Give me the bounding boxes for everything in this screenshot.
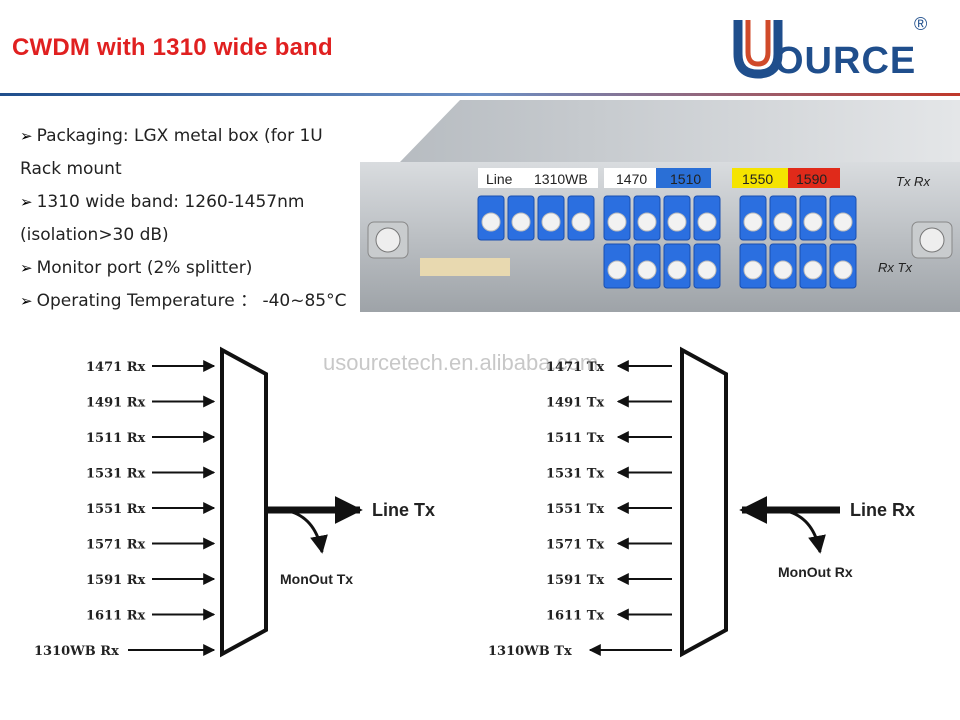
label-1510: 1510: [670, 171, 701, 187]
module-top-cover: [400, 100, 960, 162]
mux-block: 1471 Rx 1491 Rx 1511 Rx 1531 Rx 1551 Rx 1571 …: [34, 346, 435, 659]
mux-input-label: 1511 Rx: [86, 431, 146, 446]
ferrule-icon: [607, 212, 627, 232]
lgx-module-photo: Line 1310WB 1470 1510 1550 1590 Tx Rx Rx…: [360, 100, 960, 312]
mux-input-label: 1571 Rx: [86, 538, 146, 553]
watermark: usourcetech.en.alibaba.com: [323, 350, 599, 375]
ferrule-icon: [803, 260, 823, 280]
bullet-text: 1310 wide band: 1260-1457nm: [36, 192, 305, 212]
mux-input-label: 1471 Rx: [86, 360, 146, 375]
ferrule-icon: [667, 260, 687, 280]
demux-output-label: 1531 Tx: [546, 467, 604, 482]
arrow-bullet-icon: ➢: [20, 292, 33, 310]
ferrule-icon: [803, 212, 823, 232]
label-1590: 1590: [796, 171, 827, 187]
ferrule-icon: [697, 260, 717, 280]
ferrule-icon: [773, 260, 793, 280]
demux-output-label: 1571 Tx: [546, 538, 604, 553]
demux-block: 1471 Tx 1491 Tx 1511 Tx 1531 Tx 1551 Tx 1571 …: [488, 346, 915, 659]
logo-u-icon: [733, 20, 783, 79]
ferrule-icon: [637, 212, 657, 232]
port-label-strip: Line 1310WB 1470 1510 1550 1590: [478, 168, 840, 188]
bullet-continuation: (isolation>30 dB): [20, 225, 169, 245]
mon-out-rx-label: MonOut Rx: [778, 564, 853, 580]
ferrule-icon: [607, 260, 627, 280]
demux-output-label: 1310WB Tx: [488, 644, 572, 659]
product-sticker: [420, 258, 510, 276]
mon-out-rx-arrow: [789, 510, 826, 554]
logo-text: OURCE: [774, 40, 917, 82]
demux-output-list: 1471 Tx 1491 Tx 1511 Tx 1531 Tx 1551 Tx 1571 …: [488, 360, 672, 659]
demux-output-label: 1611 Tx: [546, 609, 604, 624]
bullet-text: Packaging: LGX metal box (for 1U: [36, 126, 323, 146]
ferrule-icon: [773, 212, 793, 232]
label-1310wb: 1310WB: [534, 171, 588, 187]
ferrule-icon: [833, 260, 853, 280]
rx-tx-bottom-label: Rx Tx: [878, 260, 912, 275]
demux-output-label: 1551 Tx: [546, 502, 604, 517]
ferrule-icon: [743, 260, 763, 280]
mux-input-label: 1611 Rx: [86, 609, 146, 624]
right-thumb-screw-icon: [911, 221, 953, 259]
ferrule-icon: [571, 212, 591, 232]
left-thumb-screw-icon: [367, 221, 409, 259]
bullet-text: Operating Temperature ： -40~85°C: [36, 291, 347, 311]
mux-input-label: 1491 Rx: [86, 396, 146, 411]
usource-logo: OURCE ®: [730, 14, 950, 82]
bullet-wide-band: ➢1310 wide band: 1260-1457nm: [20, 186, 350, 219]
arrow-bullet-icon: ➢: [20, 127, 33, 145]
header-divider: [0, 93, 960, 96]
tx-rx-top-label: Tx Rx: [896, 174, 930, 189]
line-rx-label: Line Rx: [850, 500, 915, 520]
registered-mark: ®: [914, 14, 928, 34]
page-title: CWDM with 1310 wide band: [12, 34, 333, 61]
label-line: Line: [486, 171, 513, 187]
ferrule-icon: [541, 212, 561, 232]
ferrule-icon: [481, 212, 501, 232]
bullet-continuation: Rack mount: [20, 159, 122, 179]
ferrule-icon: [743, 212, 763, 232]
bullet-packaging: ➢Packaging: LGX metal box (for 1U: [20, 120, 350, 153]
demux-output-label: 1511 Tx: [546, 431, 604, 446]
label-1470: 1470: [616, 171, 647, 187]
line-tx-label: Line Tx: [372, 500, 435, 520]
mon-out-tx-arrow: [291, 510, 328, 554]
demux-output-label: 1591 Tx: [546, 573, 604, 588]
arrow-bullet-icon: ➢: [20, 193, 33, 211]
mux-filter-shape: [220, 346, 268, 658]
arrow-bullet-icon: ➢: [20, 259, 33, 277]
mux-input-label: 1531 Rx: [86, 467, 146, 482]
lc-connector-array: [477, 195, 857, 289]
feature-list: ➢Packaging: LGX metal box (for 1U Rack m…: [20, 120, 350, 318]
ferrule-icon: [833, 212, 853, 232]
bullet-monitor: ➢Monitor port (2% splitter): [20, 252, 350, 285]
mux-input-label: 1551 Rx: [86, 502, 146, 517]
ferrule-icon: [511, 212, 531, 232]
ferrule-icon: [697, 212, 717, 232]
mux-input-label: 1591 Rx: [86, 573, 146, 588]
mux-input-list: 1471 Rx 1491 Rx 1511 Rx 1531 Rx 1551 Rx 1571 …: [34, 360, 216, 659]
demux-filter-shape: [680, 346, 728, 658]
label-1550: 1550: [742, 171, 773, 187]
bullet-temperature: ➢Operating Temperature ： -40~85°C: [20, 285, 350, 318]
ferrule-icon: [637, 260, 657, 280]
mux-demux-diagram: 1471 Rx 1491 Rx 1511 Rx 1531 Rx 1551 Rx 1571 …: [34, 346, 915, 659]
demux-output-label: 1471 Tx: [546, 360, 604, 375]
ferrule-icon: [667, 212, 687, 232]
mux-input-label: 1310WB Rx: [34, 644, 119, 659]
mon-out-tx-label: MonOut Tx: [280, 571, 353, 587]
bullet-text: Monitor port (2% splitter): [36, 258, 253, 278]
demux-output-label: 1491 Tx: [546, 396, 604, 411]
